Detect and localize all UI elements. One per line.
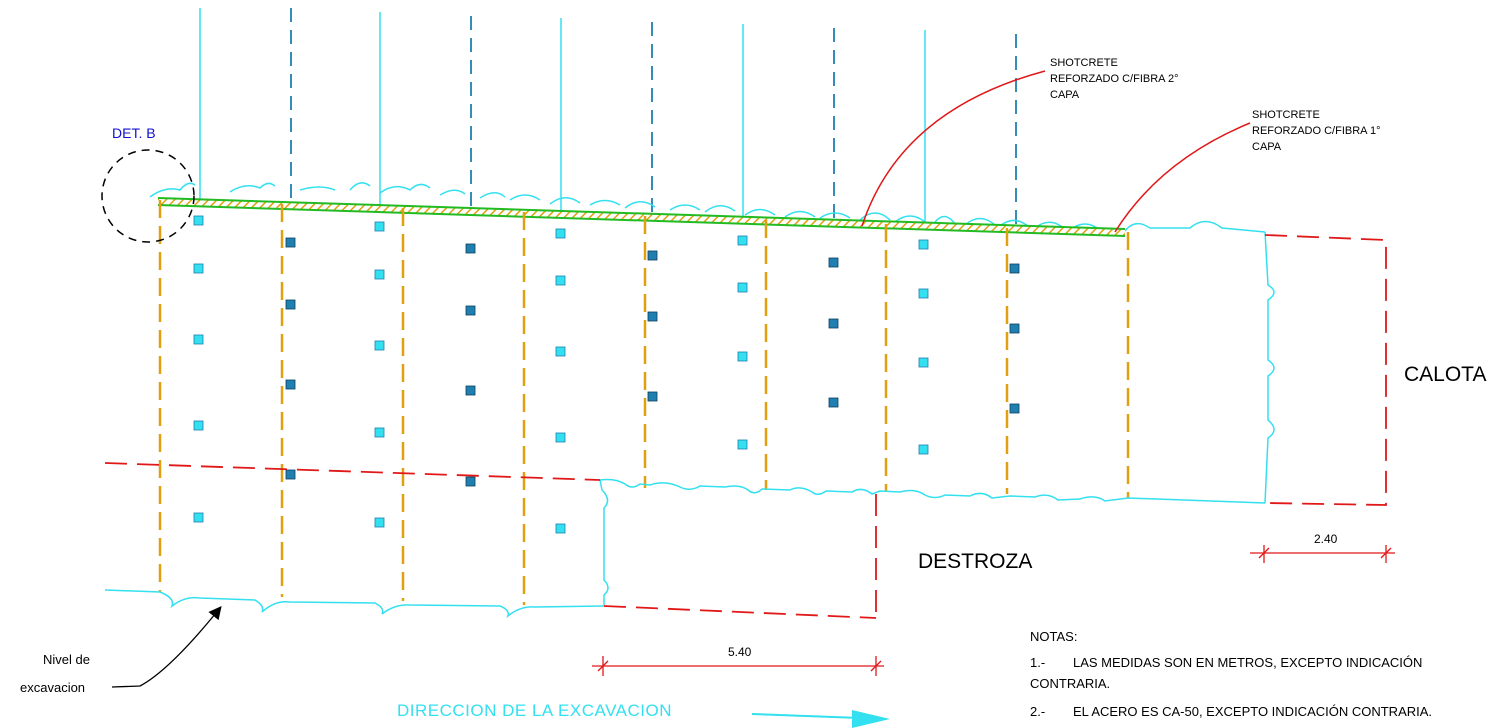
shotcrete-1-line2: REFORZADO C/FIBRA 1° bbox=[1252, 125, 1380, 137]
rock-profile-top bbox=[149, 182, 1266, 233]
shotcrete-1-line1: SHOTCRETE bbox=[1252, 109, 1320, 121]
dim-240-label: 2.40 bbox=[1314, 532, 1338, 546]
detail-b-circle bbox=[101, 149, 195, 243]
nivel-leader bbox=[111, 605, 222, 688]
excavation-limits bbox=[104, 234, 1387, 619]
shotcrete-2-line1: SHOTCRETE bbox=[1050, 57, 1118, 69]
shotcrete-2-line2: REFORZADO C/FIBRA 2° bbox=[1050, 73, 1178, 85]
dim-540-label: 5.40 bbox=[728, 645, 752, 659]
note-1-text: LAS MEDIDAS SON EN METROS, EXCEPTO INDIC… bbox=[1073, 655, 1422, 670]
rock-bolts-upper bbox=[199, 8, 1017, 231]
dimension-240 bbox=[1250, 545, 1395, 563]
calota-floor-profile bbox=[104, 231, 1275, 619]
shotcrete-1-line3: CAPA bbox=[1252, 141, 1282, 153]
calota-label: CALOTA bbox=[1404, 363, 1486, 386]
note-2-text: EL ACERO ES CA-50, EXCEPTO INDICACIÓN CO… bbox=[1073, 704, 1432, 719]
note-2-number: 2.- bbox=[1030, 704, 1045, 719]
note-1-number: 1.- bbox=[1030, 655, 1045, 670]
destroza-label: DESTROZA bbox=[918, 550, 1032, 573]
shotcrete-leaders bbox=[861, 70, 1251, 233]
det-b-label: DET. B bbox=[112, 125, 156, 141]
bolt-heads bbox=[193, 215, 1020, 534]
nivel-label-line1: Nivel de bbox=[43, 652, 90, 667]
direccion-label: DIRECCION DE LA EXCAVACION bbox=[397, 701, 672, 720]
nivel-label-line2: excavacion bbox=[20, 680, 85, 695]
direction-arrow bbox=[751, 710, 890, 728]
notas-title: NOTAS: bbox=[1030, 629, 1077, 644]
steel-ribs bbox=[158, 200, 1130, 605]
note-1-continued: CONTRARIA. bbox=[1030, 676, 1110, 691]
shotcrete-2-line3: CAPA bbox=[1050, 89, 1080, 101]
dimension-540 bbox=[592, 656, 884, 676]
shotcrete-lining bbox=[157, 197, 1126, 237]
